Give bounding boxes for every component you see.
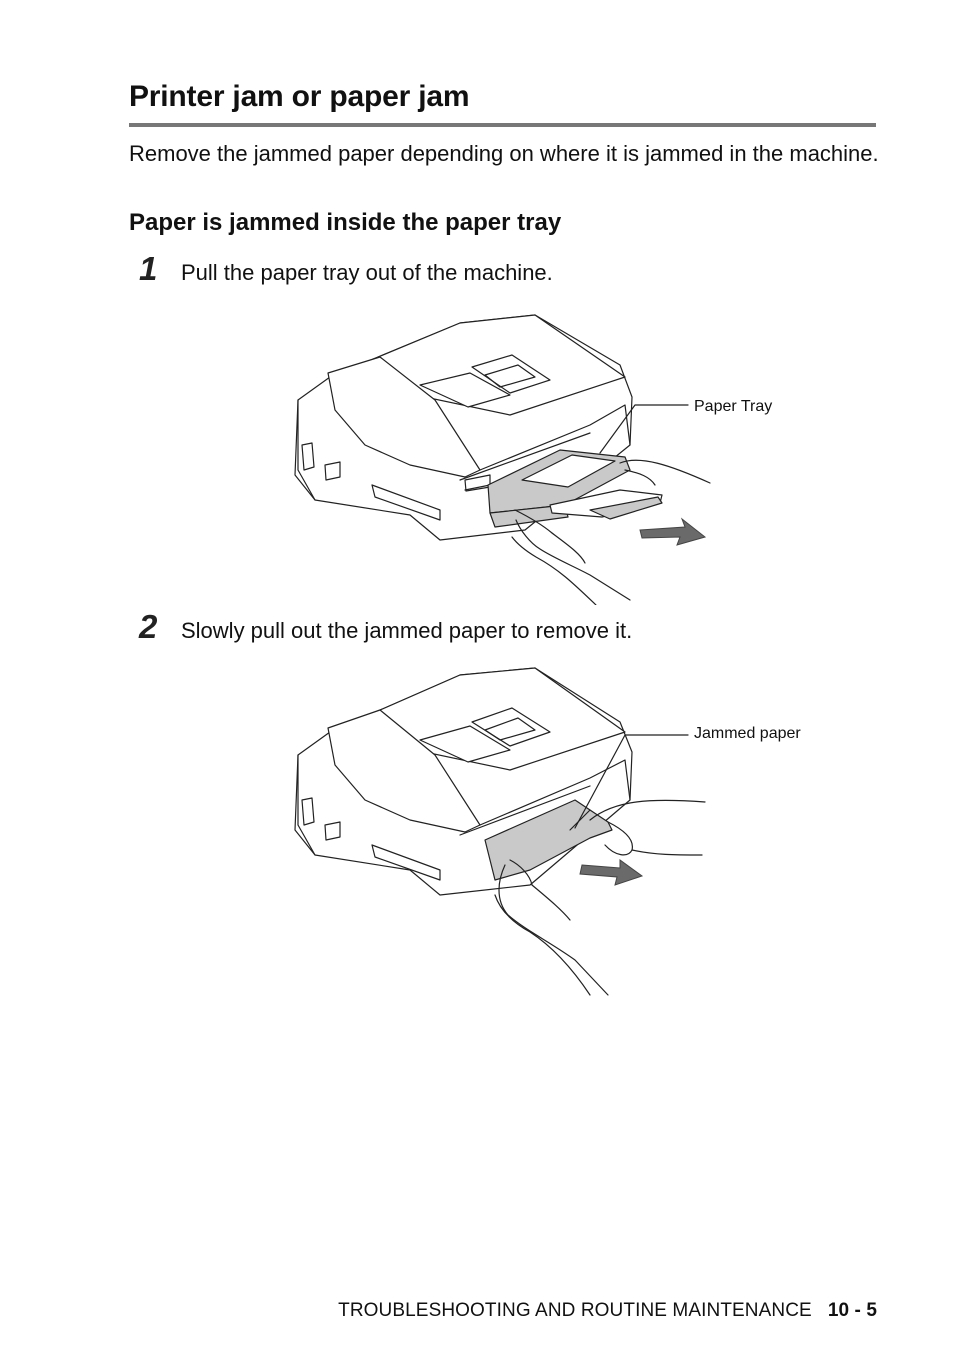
step-1-text: Pull the paper tray out of the machine.	[181, 260, 553, 285]
footer-section-name: TROUBLESHOOTING AND ROUTINE MAINTENANCE	[338, 1300, 812, 1321]
step-2-text: Slowly pull out the jammed paper to remo…	[181, 618, 633, 643]
title-rule	[129, 123, 876, 127]
page-footer: TROUBLESHOOTING AND ROUTINE MAINTENANCE 1…	[338, 1300, 877, 1322]
page-title: Printer jam or paper jam	[129, 80, 470, 113]
step-2-number: 2	[139, 608, 158, 645]
step-1-number: 1	[139, 250, 158, 287]
callout-paper-tray: Paper Tray	[694, 398, 773, 415]
jammed-paper-illustration	[294, 667, 706, 996]
intro-paragraph: Remove the jammed paper depending on whe…	[129, 141, 879, 166]
section-heading: Paper is jammed inside the paper tray	[129, 209, 562, 236]
pull-direction-arrow	[639, 517, 707, 546]
paper-tray-illustration	[294, 314, 711, 605]
callout-jammed-paper: Jammed paper	[694, 725, 801, 742]
footer-page-number: 10 - 5	[827, 1300, 877, 1321]
pull-direction-arrow	[579, 859, 644, 886]
